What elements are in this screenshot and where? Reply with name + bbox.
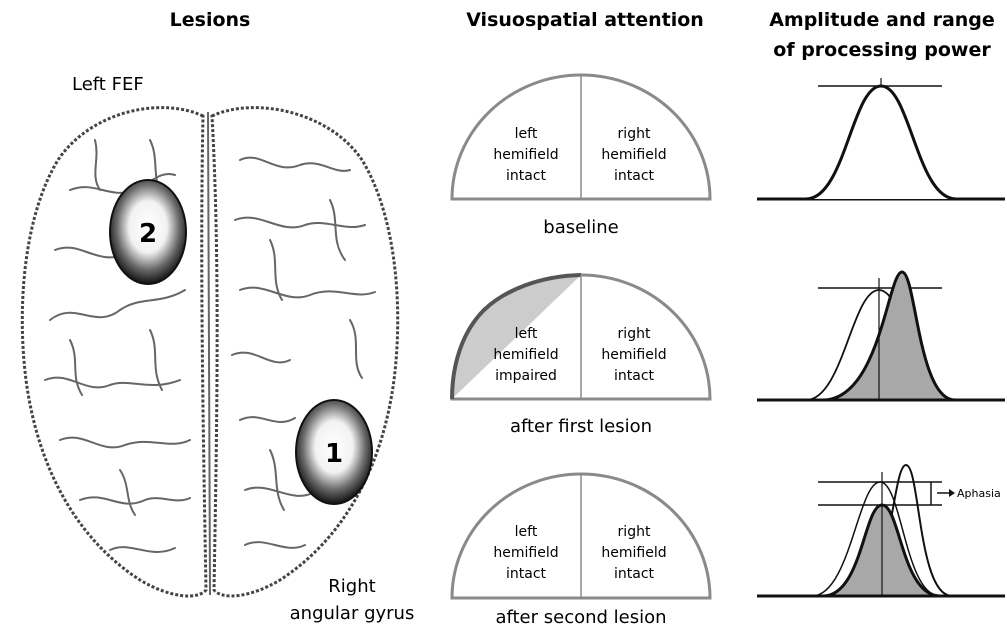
p1-left-line1: left <box>515 126 538 142</box>
brain-illustration: 2 1 <box>22 108 397 596</box>
lesion-2-number: 2 <box>139 219 157 249</box>
p3-right-line1: right <box>618 524 651 540</box>
attention-panel-after-first-lesion: left hemifield impaired right hemifield … <box>452 275 710 437</box>
p1-right-line3: intact <box>614 168 655 184</box>
left-hemisphere <box>22 108 206 596</box>
header-visuospatial: Visuospatial attention <box>466 9 704 31</box>
amplitude-curve-baseline <box>757 78 1005 199</box>
p2-caption: after first lesion <box>510 416 652 437</box>
attention-panel-after-second-lesion: left hemifield intact right hemifield in… <box>452 474 710 628</box>
p1-caption: baseline <box>543 217 618 238</box>
p3-left-line1: left <box>515 524 538 540</box>
header-amplitude-line1: Amplitude and range <box>769 9 995 31</box>
p2-left-line1: left <box>515 326 538 342</box>
shifted-curve <box>823 272 955 400</box>
lesion-1-number: 1 <box>325 439 343 469</box>
header-lesions: Lesions <box>170 9 251 31</box>
lesion-1-marker: 1 <box>296 400 372 504</box>
p1-right-line2: hemifield <box>601 147 666 163</box>
p2-left-line2: hemifield <box>493 347 558 363</box>
attention-panel-baseline: left hemifield intact right hemifield in… <box>452 75 710 238</box>
p1-left-line2: hemifield <box>493 147 558 163</box>
amplitude-curve-after-first-lesion <box>757 272 1005 400</box>
header-amplitude-line2: of processing power <box>773 39 991 61</box>
p3-left-line2: hemifield <box>493 545 558 561</box>
label-right-ag-line2: angular gyrus <box>290 603 415 624</box>
right-hemisphere <box>212 108 398 596</box>
p3-left-line3: intact <box>506 566 547 582</box>
p2-right-line3: intact <box>614 368 655 384</box>
aphasia-label: Aphasia <box>957 487 1001 500</box>
aphasia-arrowhead <box>949 489 955 497</box>
amplitude-curve-after-second-lesion: Aphasia <box>757 465 1005 596</box>
p2-right-line2: hemifield <box>601 347 666 363</box>
p2-left-line3: impaired <box>495 368 557 384</box>
lesion-2-marker: 2 <box>110 180 186 284</box>
longitudinal-fissure <box>208 112 210 595</box>
p3-right-line2: hemifield <box>601 545 666 561</box>
p1-left-line3: intact <box>506 168 547 184</box>
label-left-fef: Left FEF <box>72 74 144 95</box>
p3-right-line3: intact <box>614 566 655 582</box>
p2-right-line1: right <box>618 326 651 342</box>
p1-right-line1: right <box>618 126 651 142</box>
p3-caption: after second lesion <box>495 607 666 628</box>
label-right-ag-line1: Right <box>328 576 375 597</box>
